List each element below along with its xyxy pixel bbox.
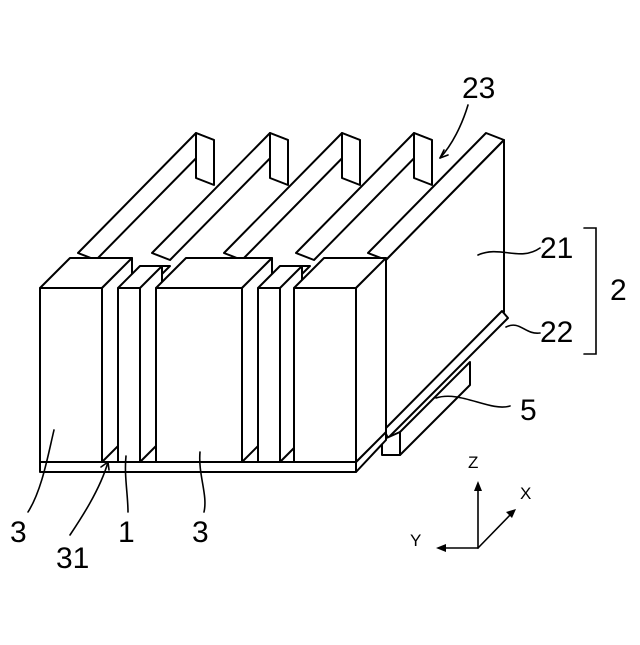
label-3-center: 3 — [192, 516, 209, 549]
label-5: 5 — [520, 394, 537, 427]
leader-22 — [506, 325, 540, 333]
label-2: 2 — [610, 274, 627, 307]
y-arrow-icon — [436, 544, 446, 552]
label-21: 21 — [540, 232, 573, 265]
label-1: 1 — [118, 516, 135, 549]
z-arrow-icon — [474, 481, 482, 491]
fin-2 — [152, 133, 288, 260]
axis-label-x: X — [520, 484, 531, 503]
label-3-left: 3 — [10, 516, 27, 549]
axis-triad — [436, 481, 516, 552]
block-center — [156, 258, 272, 462]
bracket-2 — [584, 228, 596, 354]
fin-3 — [224, 133, 360, 260]
fin-1 — [78, 133, 214, 260]
label-23: 23 — [462, 72, 495, 105]
label-31: 31 — [56, 542, 89, 575]
block-right — [294, 258, 386, 462]
axis-label-y: Y — [410, 531, 421, 550]
axis-label-z: Z — [468, 453, 478, 472]
label-22: 22 — [540, 316, 573, 349]
